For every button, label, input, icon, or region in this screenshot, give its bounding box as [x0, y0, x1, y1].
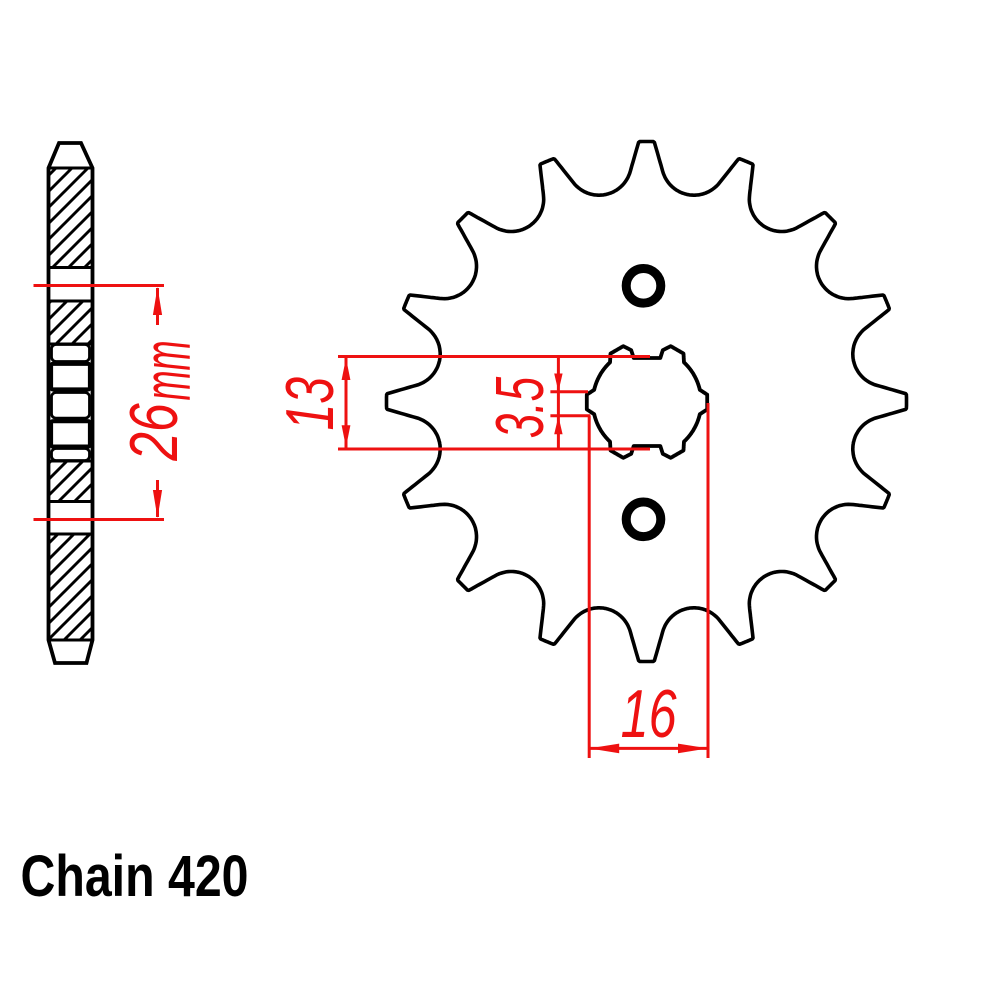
- svg-text:13: 13: [273, 377, 348, 431]
- svg-text:Chain 420: Chain 420: [21, 844, 249, 909]
- svg-text:16: 16: [621, 676, 678, 752]
- svg-text:26: 26: [115, 403, 192, 462]
- svg-text:mm: mm: [129, 340, 205, 400]
- svg-text:3.5: 3.5: [483, 376, 559, 438]
